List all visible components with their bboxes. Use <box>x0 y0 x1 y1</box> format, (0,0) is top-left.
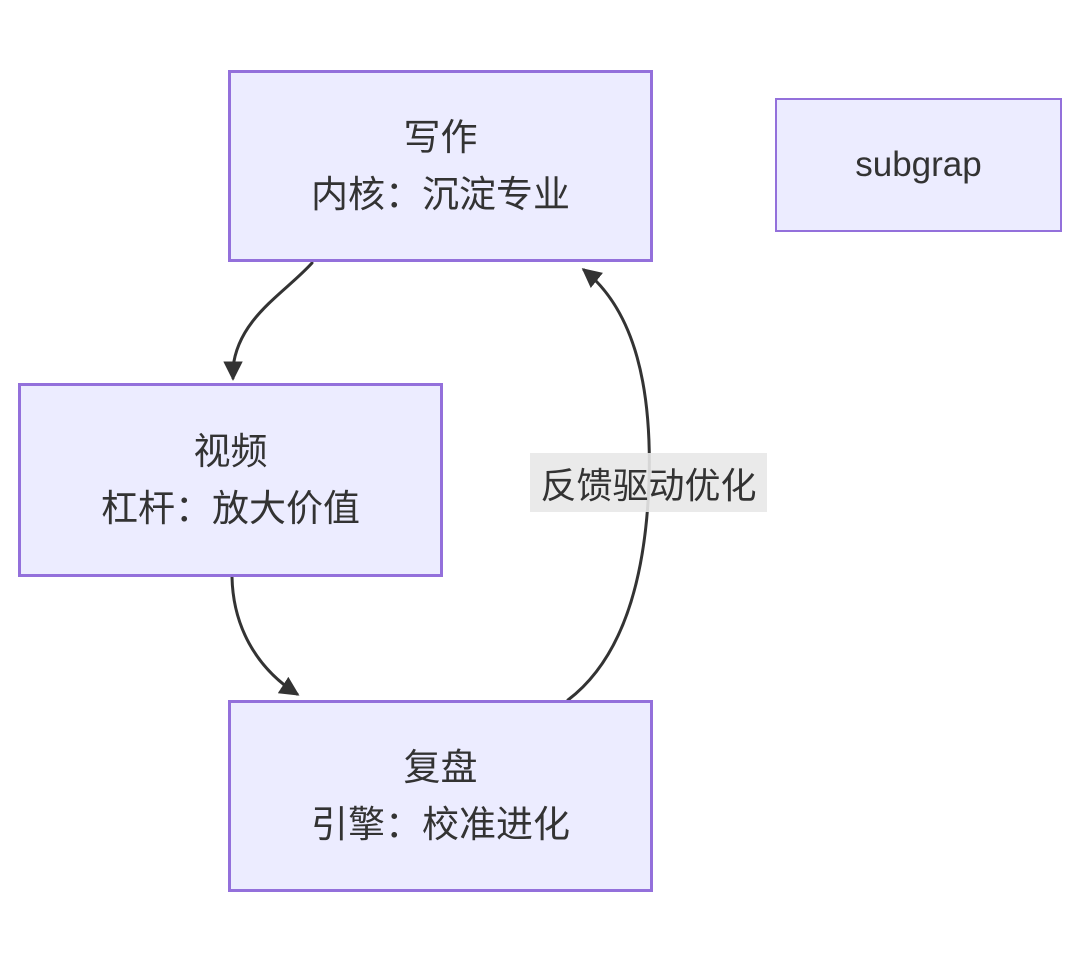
node-review: 复盘 引擎：校准进化 <box>228 700 653 892</box>
node-video-subtitle: 杠杆：放大价值 <box>101 488 360 529</box>
node-review-title: 复盘 <box>403 747 478 788</box>
node-review-subtitle: 引擎：校准进化 <box>311 804 570 845</box>
node-subgraph-title: subgrap <box>855 145 982 184</box>
node-write-title: 写作 <box>403 117 478 158</box>
edge-video-to-review <box>230 575 300 696</box>
edge-write-to-video <box>223 261 314 381</box>
node-subgraph: subgrap <box>775 98 1062 232</box>
edge-label-feedback: 反馈驱动优化 <box>530 453 767 512</box>
node-write: 写作 内核：沉淀专业 <box>228 70 653 262</box>
node-write-subtitle: 内核：沉淀专业 <box>311 174 570 215</box>
node-video: 视频 杠杆：放大价值 <box>18 383 443 577</box>
node-video-title: 视频 <box>193 431 268 472</box>
